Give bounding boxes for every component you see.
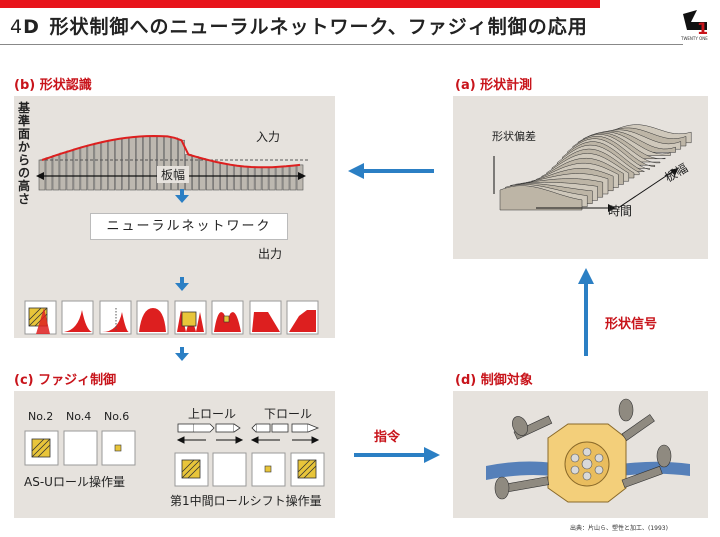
down-arrow-2-icon xyxy=(175,277,189,291)
input-label: 入力 xyxy=(256,130,281,144)
header-divider xyxy=(0,44,683,45)
neural-network-box: ニューラルネットワーク xyxy=(90,213,288,240)
output-label: 出力 xyxy=(258,247,283,261)
rolling-mill-illustration xyxy=(486,398,690,503)
logo-text: TWENTY ONE xyxy=(681,36,708,41)
asu-roll-label: AS-Uロール操作量 xyxy=(24,475,125,489)
pattern-tile-4 xyxy=(136,300,169,335)
logo-21-icon: 1 xyxy=(683,10,708,38)
pattern-tile-6 xyxy=(211,300,244,335)
pattern-tile-2 xyxy=(61,300,94,335)
top-red-bar xyxy=(0,0,600,8)
section-c-title: (c) ファジィ制御 xyxy=(14,373,117,388)
page-title: 4D 形状制御へのニューラルネットワーク、ファジィ制御の応用 xyxy=(10,12,588,39)
output-patterns xyxy=(24,300,319,335)
down-arrow-3-icon xyxy=(175,347,189,361)
pattern-tile-3 xyxy=(99,300,132,335)
surface-plot xyxy=(493,124,692,212)
left-arrow-icon xyxy=(348,163,434,179)
surface-layer xyxy=(499,185,583,211)
source-caption: 出典：片山ら、塑性と加工、(1993) xyxy=(570,525,668,532)
lower-roll-label: 下ロール xyxy=(264,407,313,421)
up-arrow-icon xyxy=(578,268,594,356)
section-d-title: (d) 制御対象 xyxy=(455,373,533,388)
section-b-title: (b) 形状認識 xyxy=(14,78,92,93)
command-label: 指令 xyxy=(374,430,401,445)
shape-signal-label: 形状信号 xyxy=(605,317,658,332)
input-profile-chart xyxy=(38,134,308,191)
width-label: 板幅 xyxy=(157,166,190,183)
roll-label-no4: No.4 xyxy=(66,410,92,423)
section-number: 4D xyxy=(10,16,40,38)
deviation-label: 形状偏差 xyxy=(492,130,536,143)
pattern-tile-1 xyxy=(24,300,57,335)
down-arrow-1-icon xyxy=(175,189,189,203)
asu-roll-tiles xyxy=(24,430,136,466)
roll-shift-diagrams xyxy=(176,423,320,444)
shift-roll-tiles xyxy=(174,452,325,487)
roll-label-no2: No.2 xyxy=(28,410,54,423)
time-label: 時間 xyxy=(608,204,633,218)
pattern-tile-7 xyxy=(249,300,282,335)
pattern-tile-5 xyxy=(174,300,207,335)
page-title-text: 形状制御へのニューラルネットワーク、ファジィ制御の応用 xyxy=(49,16,588,38)
svg-text:1: 1 xyxy=(697,19,708,38)
section-a-title: (a) 形状計測 xyxy=(455,78,533,93)
upper-roll-label: 上ロール xyxy=(188,407,237,421)
shift-roll-label: 第1中間ロールシフト操作量 xyxy=(170,494,322,508)
roll-label-no6: No.6 xyxy=(104,410,130,423)
right-arrow-icon xyxy=(354,447,440,463)
pattern-tile-8 xyxy=(286,300,319,335)
height-axis-label: 基準面からの高さ xyxy=(18,101,31,206)
